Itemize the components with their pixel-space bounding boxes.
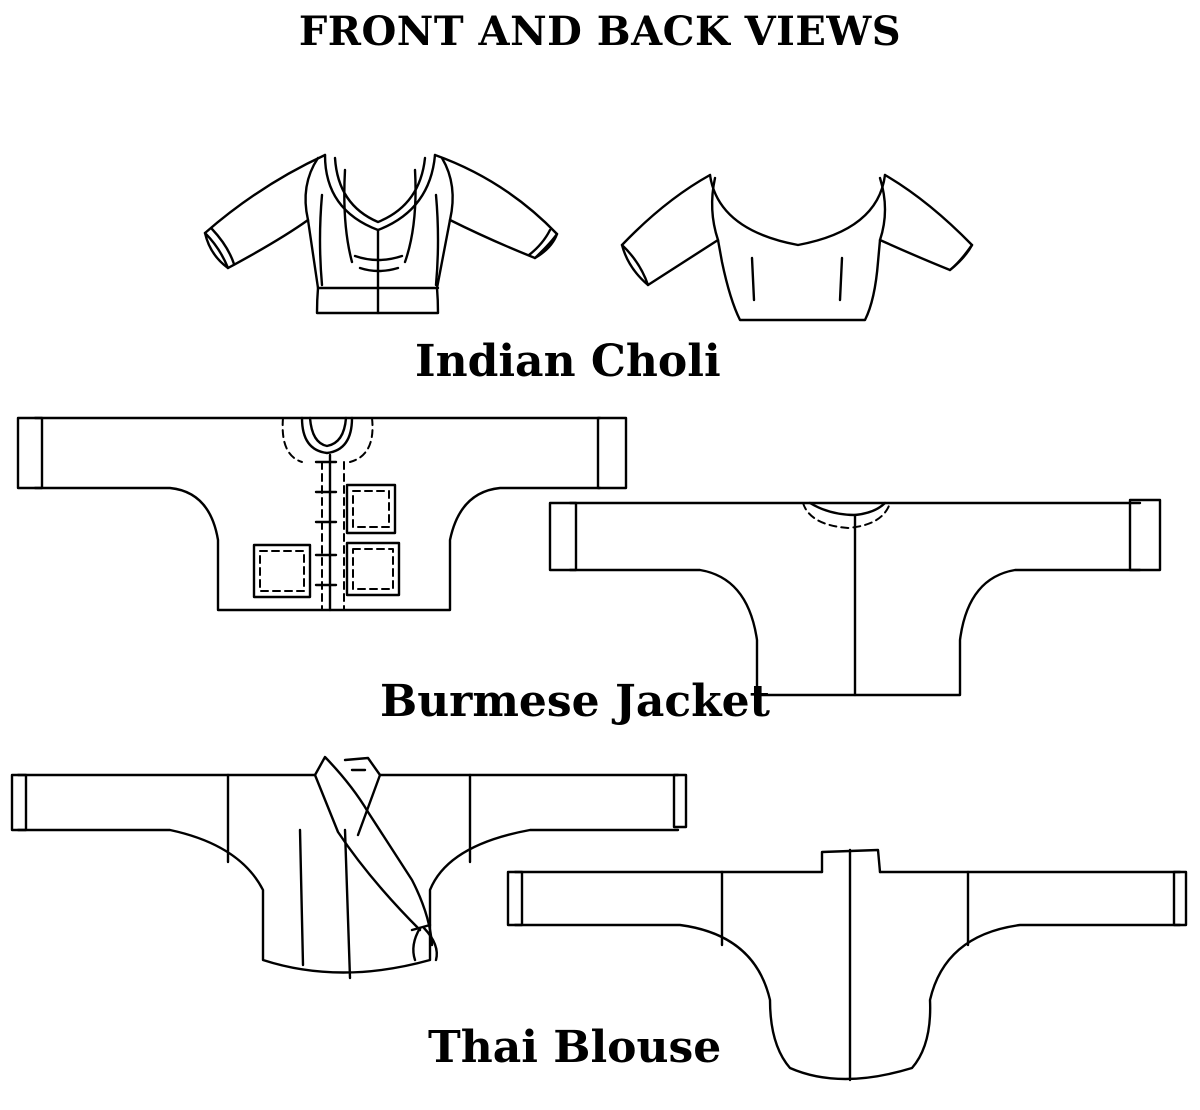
page-title: FRONT AND BACK VIEWS xyxy=(298,8,902,55)
burmese-jacket-label: Burmese Jacket xyxy=(380,676,770,727)
thai-blouse-front-illustration xyxy=(10,755,688,980)
indian-choli-label: Indian Choli xyxy=(415,336,721,387)
indian-choli-front-illustration xyxy=(203,153,559,315)
burmese-jacket-back-illustration xyxy=(548,498,1162,697)
thai-blouse-label: Thai Blouse xyxy=(428,1022,722,1073)
indian-choli-back-illustration xyxy=(620,173,974,322)
thai-blouse-back-illustration xyxy=(506,848,1188,1082)
burmese-jacket-front-illustration xyxy=(16,416,628,612)
